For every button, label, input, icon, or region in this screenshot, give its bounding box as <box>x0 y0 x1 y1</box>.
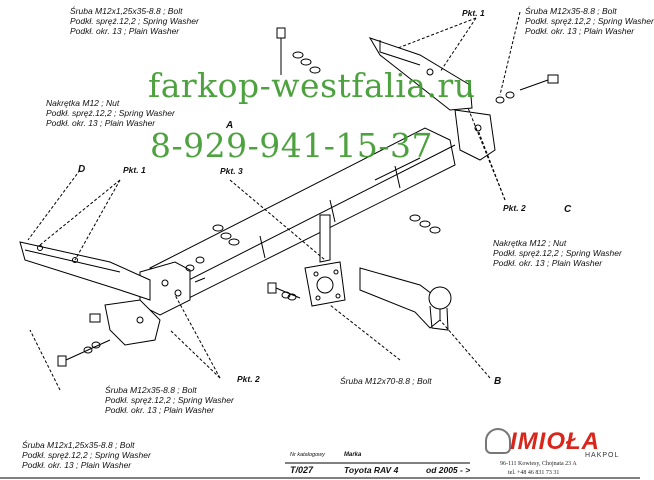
pkt2-right: Pkt. 2 <box>503 203 526 213</box>
catalog-value: T/027 <box>290 465 314 475</box>
letter-c: C <box>564 204 572 215</box>
letter-d: D <box>78 164 86 175</box>
fasteners <box>57 27 559 367</box>
watermark-phone: 8-929-941-15-37 <box>150 126 434 165</box>
pkt1-left: Pkt. 1 <box>123 165 146 175</box>
pkt1-top: Pkt. 1 <box>462 8 485 18</box>
make-value: Toyota RAV 4 <box>344 465 399 475</box>
letter-a: A <box>226 120 234 131</box>
brand-address: 96-111 Kowiesy, Chojnata 23 A <box>500 461 577 467</box>
brand-logo-icon <box>485 428 511 454</box>
brand-name: IMIOŁA <box>510 428 600 455</box>
letter-b: B <box>494 376 502 387</box>
brand-tel: tel. +48 46 831 73 31 <box>508 470 560 476</box>
towbar-exploded-diagram <box>0 11 640 479</box>
year-value: od 2005 - > <box>426 465 471 475</box>
make-label: Marka <box>344 452 362 458</box>
pkt3: Pkt. 3 <box>220 166 243 176</box>
title-block <box>0 462 640 479</box>
pkt2-bottom: Pkt. 2 <box>237 374 260 384</box>
brand-sub: HAKPOL <box>585 452 620 459</box>
leader-lines <box>27 11 521 391</box>
ball-mount <box>304 214 452 331</box>
catalog-label: Nr katalogowy <box>290 452 325 458</box>
label-bolt-center: Śruba M12x70-8.8 ; Bolt <box>340 376 432 386</box>
watermark-site: farkop-westfalia.ru <box>148 66 476 105</box>
left-bracket <box>19 241 191 346</box>
